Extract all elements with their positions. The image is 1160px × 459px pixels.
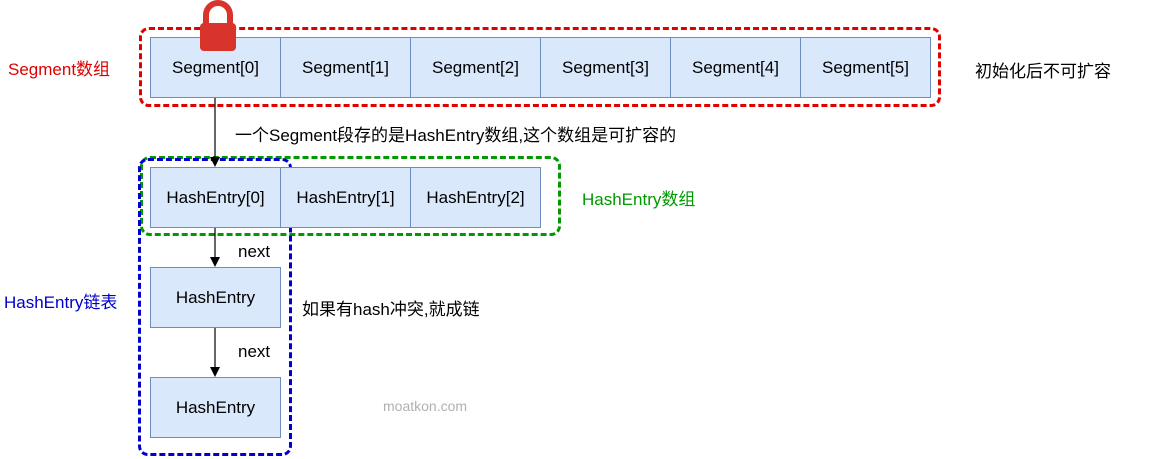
segment-array-frame xyxy=(139,27,941,107)
segment-cell-3: Segment[3] xyxy=(540,37,671,98)
hashentry-list-label: HashEntry链表 xyxy=(4,293,118,312)
segment-to-entry-note: 一个Segment段存的是HashEntry数组,这个数组是可扩容的 xyxy=(235,126,677,145)
hashentry-list-node-2: HashEntry xyxy=(150,377,281,438)
segment-array-label: Segment数组 xyxy=(8,60,111,79)
hash-collision-note: 如果有hash冲突,就成链 xyxy=(302,300,480,319)
lock-icon xyxy=(200,0,236,51)
hashentry-cell-0: HashEntry[0] xyxy=(150,167,281,228)
segment-array-note: 初始化后不可扩容 xyxy=(975,62,1111,81)
segment-cell-4: Segment[4] xyxy=(670,37,801,98)
watermark: moatkon.com xyxy=(383,398,468,414)
hashentry-cell-1: HashEntry[1] xyxy=(280,167,411,228)
next-label-2: next xyxy=(238,342,271,361)
segment-cell-5: Segment[5] xyxy=(800,37,931,98)
next-label-1: next xyxy=(238,242,271,261)
hashentry-cell-2: HashEntry[2] xyxy=(410,167,541,228)
hashentry-array-frame xyxy=(140,156,561,236)
hashentry-array-label: HashEntry数组 xyxy=(582,190,696,209)
segment-cell-2: Segment[2] xyxy=(410,37,541,98)
hashentry-list-node-1: HashEntry xyxy=(150,267,281,328)
